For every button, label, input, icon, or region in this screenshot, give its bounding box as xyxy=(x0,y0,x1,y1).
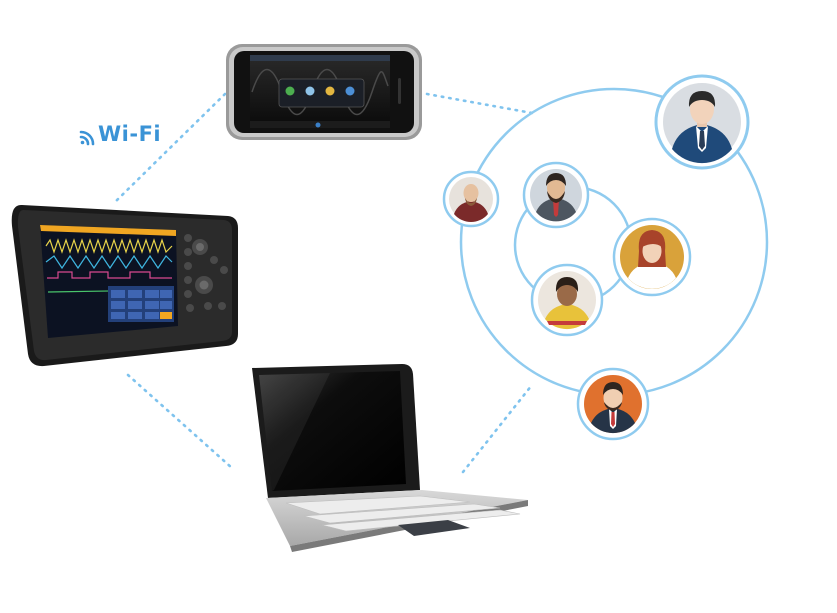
man-orange-avatar-icon xyxy=(576,367,650,441)
businessman-avatar-icon xyxy=(654,74,750,170)
wifi-text: Wi-Fi xyxy=(98,122,162,146)
bald-man-avatar-icon xyxy=(442,170,500,228)
wifi-icon xyxy=(79,130,95,146)
young-man-avatar-icon xyxy=(530,263,604,337)
connection-lines xyxy=(113,92,534,474)
wifi-label-group xyxy=(79,130,95,146)
wifi-label: Wi-Fi xyxy=(76,122,161,146)
oscilloscope-icon xyxy=(11,204,239,367)
link-oscilloscope-laptop xyxy=(126,373,234,470)
link-phone-network xyxy=(425,92,534,115)
link-laptop-network xyxy=(461,383,534,474)
bearded-man-avatar-icon xyxy=(522,161,590,229)
woman-avatar-icon xyxy=(612,217,692,297)
link-phone-oscilloscope xyxy=(113,92,227,204)
smartphone-icon xyxy=(226,44,422,140)
laptop-icon xyxy=(252,364,528,552)
